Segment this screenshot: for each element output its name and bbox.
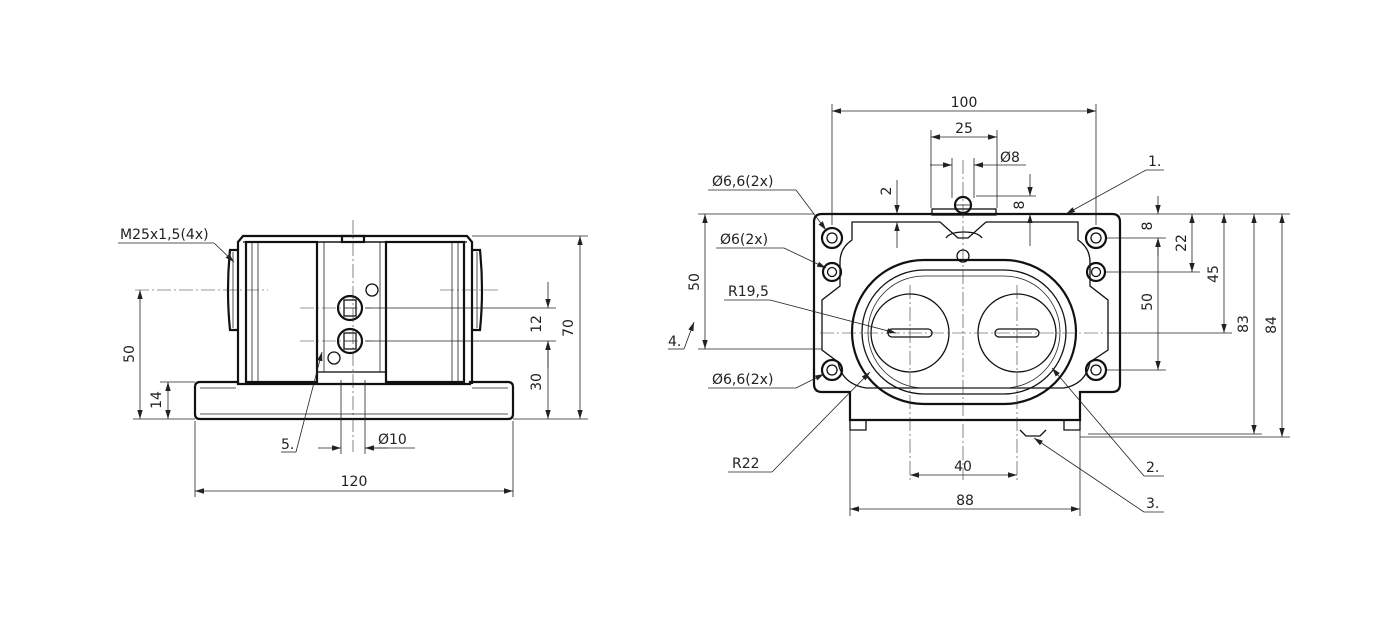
callout-1-label: 1. [1148, 154, 1161, 170]
dim-phi10-label: Ø10 [378, 432, 407, 448]
thread-callout-label: M25x1,5(4x) [120, 227, 209, 243]
dim-12-label: 12 [529, 315, 545, 333]
callout-4-label: 4. [668, 334, 681, 350]
dim-phi8-label: Ø8 [1000, 150, 1020, 166]
label-phi66-top: Ø6,6(2x) [712, 174, 773, 190]
label-r195: R19,5 [728, 284, 769, 300]
dim-25-label: 25 [955, 121, 973, 137]
dim-88-label: 88 [956, 493, 974, 509]
dim-120-label: 120 [341, 474, 368, 490]
dim-70-label: 70 [561, 319, 577, 337]
label-r22: R22 [732, 456, 760, 472]
callout-5-label: 5. [281, 437, 294, 453]
dim-40-label: 40 [954, 459, 972, 475]
callout-3-label: 3. [1146, 496, 1159, 512]
label-phi66-bottom: Ø6,6(2x) [712, 372, 773, 388]
dim-50-right-label: 50 [1140, 293, 1156, 311]
dim-22-label: 22 [1174, 234, 1190, 252]
side-view: 70 12 30 50 14 120 Ø10 M25x1,5(4x) [118, 220, 588, 497]
dim-30-label: 30 [529, 373, 545, 391]
dim-8-top-label: 8 [1012, 201, 1028, 210]
callout-2-label: 2. [1146, 460, 1159, 476]
dim-100-label: 100 [951, 95, 978, 111]
dim-50-label: 50 [122, 345, 138, 363]
dim-83-label: 83 [1236, 315, 1252, 333]
dim-50-left-label: 50 [687, 273, 703, 291]
top-view: 100 25 Ø8 2 8 8 22 [668, 95, 1290, 516]
dim-14-label: 14 [149, 391, 165, 409]
dim-84-label: 84 [1264, 316, 1280, 334]
label-phi6: Ø6(2x) [720, 232, 768, 248]
dim-45-label: 45 [1206, 265, 1222, 283]
dim-2-label: 2 [879, 187, 895, 196]
dim-8-right-label: 8 [1140, 222, 1156, 231]
